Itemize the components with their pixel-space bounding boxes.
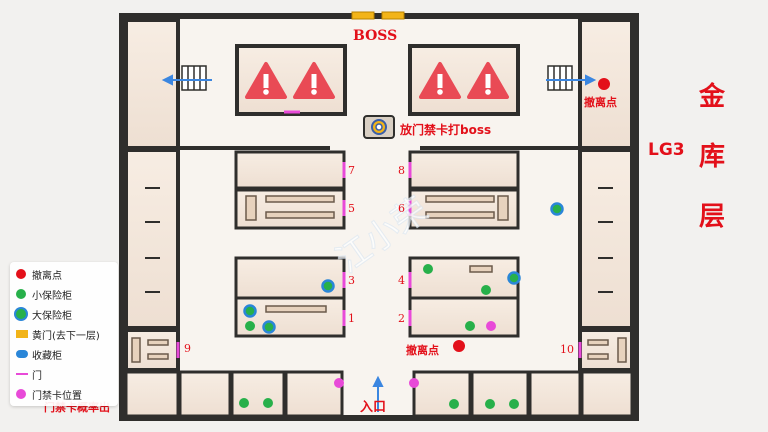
magenta-dot-icon (16, 389, 26, 399)
floor-name-char-1: 金 (699, 82, 726, 112)
room-left-mid (124, 148, 180, 330)
legend-item: 撤离点 (16, 266, 62, 282)
legend-label: 收藏柜 (32, 350, 62, 362)
legend-item: 小保险柜 (16, 286, 72, 302)
big-safe-icon (16, 309, 26, 319)
staircase-icon (181, 65, 573, 91)
hazard-room-right (408, 44, 520, 116)
legend-label: 小保险柜 (32, 290, 72, 302)
room-bottom-1 (124, 370, 180, 418)
floor-code: LG3 (648, 140, 685, 160)
floor-name-char-3: 层 (699, 202, 726, 232)
room-bottom-3 (230, 370, 286, 418)
warning-exclamation-dot (485, 89, 491, 95)
door-number-5: 5 (348, 202, 355, 215)
red-dot-icon (16, 269, 26, 279)
warning-exclamation-mark (263, 74, 269, 88)
floor-name-char-2: 库 (699, 142, 726, 172)
warning-exclamation-mark (437, 74, 443, 88)
big-safes (243, 202, 564, 334)
blue-cabinet-icon (16, 350, 28, 358)
room-bottom-4 (284, 370, 344, 418)
room-bottom-5 (412, 370, 472, 418)
entrance-label: 入口 (360, 400, 386, 415)
legend-label: 门 (32, 370, 42, 382)
legend-label: 大保险柜 (32, 310, 72, 322)
door-number-2: 2 (398, 312, 405, 325)
room-8 (408, 150, 520, 190)
door-number-1: 1 (348, 312, 355, 325)
legend-label: 黄门(去下一层) (32, 330, 100, 342)
warning-exclamation-dot (437, 89, 443, 95)
room-bottom-2 (178, 370, 232, 418)
legend-item: 收藏柜 (16, 346, 62, 362)
door-number-3: 3 (348, 274, 355, 287)
warning-exclamation-dot (311, 89, 317, 95)
warning-exclamation-mark (485, 74, 491, 88)
room-bottom-6 (470, 370, 530, 418)
yellow-door-icon (16, 330, 28, 338)
door-number-7: 7 (348, 164, 355, 177)
warning-exclamation-mark (311, 74, 317, 88)
keycard-markers (334, 321, 496, 388)
door-number-9: 9 (184, 342, 191, 355)
legend-label: 门禁卡位置 (32, 390, 82, 402)
map-legend: 撤离点 小保险柜 大保险柜 黄门(去下一层) 收藏柜 门 门禁卡位置 (10, 262, 118, 406)
green-dot-icon (16, 289, 26, 299)
door-number-6: 6 (398, 202, 405, 215)
room-4 (408, 256, 520, 300)
room-7 (234, 150, 346, 190)
magenta-line-icon (16, 373, 28, 375)
yellow-door-icon (351, 11, 375, 20)
warning-exclamation-dot (263, 89, 269, 95)
room-right-mid (578, 148, 634, 330)
door-number-8: 8 (398, 164, 405, 177)
legend-label: 撤离点 (32, 270, 62, 282)
direction-arrow-icon (161, 74, 597, 412)
extract-label-right: 撤离点 (584, 95, 617, 109)
extraction-points (453, 78, 610, 352)
boss-note: 放门禁卡打boss (399, 122, 491, 137)
yellow-door-icon (381, 11, 405, 20)
door-number-10: 10 (560, 343, 574, 356)
legend-item: 黄门(去下一层) (16, 326, 100, 342)
hazard-room-left (235, 44, 347, 116)
small-safes (239, 264, 519, 409)
door-number-4: 4 (398, 274, 405, 287)
legend-item: 门 (16, 366, 42, 382)
legend-item: 大保险柜 (16, 306, 72, 322)
room-bottom-7 (528, 370, 582, 418)
door-markers (176, 110, 582, 358)
legend-item: 门禁卡位置 (16, 386, 82, 402)
room-bottom-8 (580, 370, 634, 418)
extract-label-center: 撤离点 (406, 343, 439, 357)
boss-label: BOSS (353, 28, 397, 44)
room-2 (408, 296, 520, 338)
